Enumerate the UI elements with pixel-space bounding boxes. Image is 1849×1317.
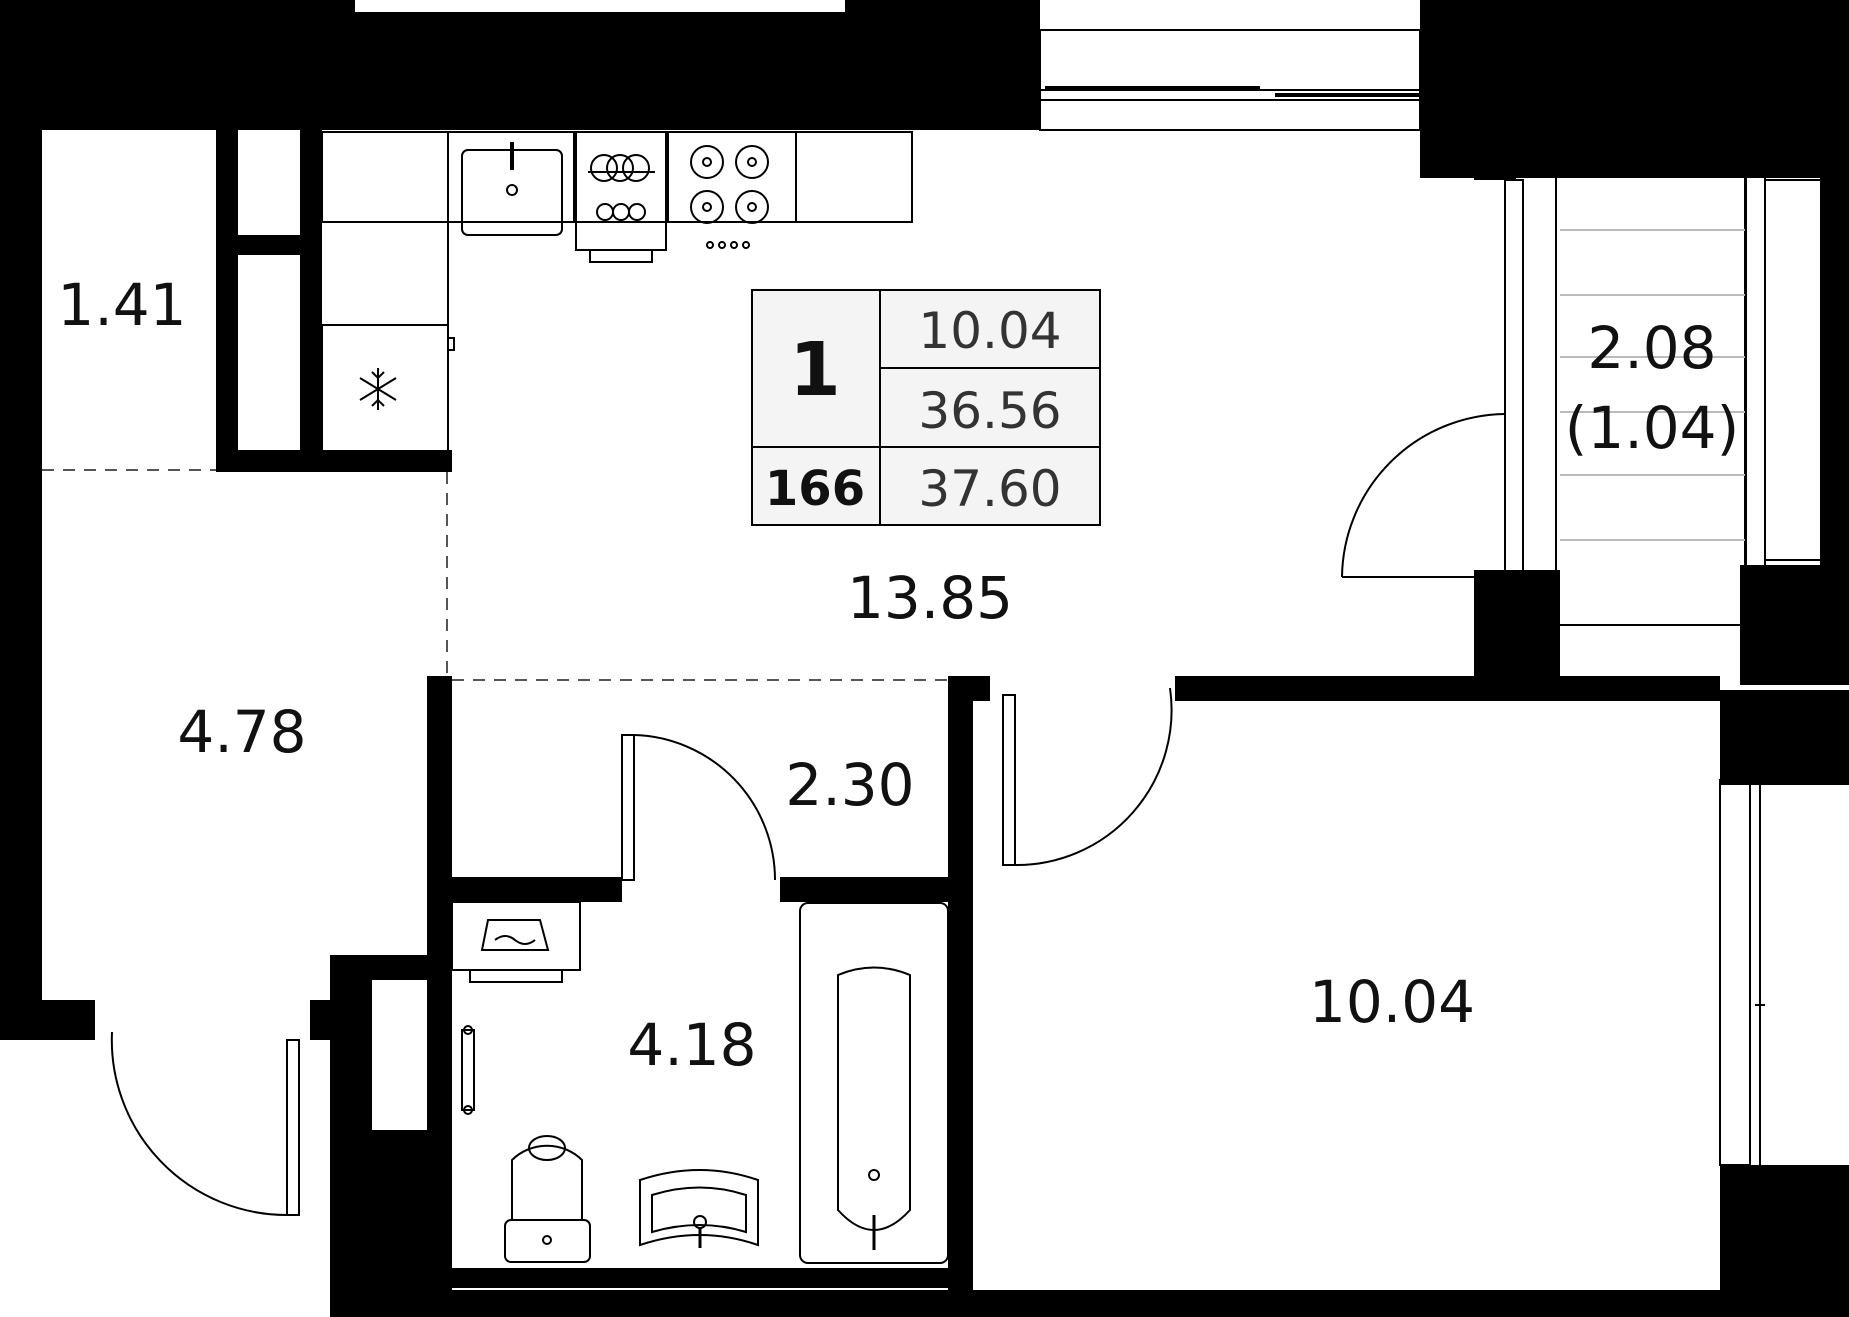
rooms-count: 1 [789, 327, 841, 413]
washbasin [639, 1169, 759, 1248]
wall-right-upper [1820, 120, 1849, 580]
room-labels: 1.41 13.85 4.78 2.30 4.18 10.04 2.08 (1.… [57, 271, 1739, 1079]
kitchen-living-area-label: 13.85 [847, 564, 1013, 632]
bathtub-icon [799, 902, 949, 1264]
apartment-number: 166 [765, 461, 865, 517]
wall-bath-top-a [452, 877, 622, 902]
window-top [1039, 29, 1421, 131]
sink-icon [461, 142, 563, 236]
balcony-area-label: 2.08 [1587, 314, 1716, 382]
door-bedroom [1002, 687, 1173, 867]
stove-icon [575, 131, 769, 263]
info-box: 1 10.04 36.56 166 37.60 [751, 289, 1101, 526]
hallway-area-label: 4.78 [177, 698, 306, 766]
window-bedroom [1719, 779, 1751, 1166]
wall-top [0, 0, 1040, 130]
door-balcony [1341, 413, 1506, 578]
door-entrance [110, 1031, 300, 1217]
wall-storage-v1 [216, 128, 238, 463]
zone-lines [42, 469, 948, 681]
toilet-icon [504, 1135, 591, 1263]
doors [110, 413, 1506, 1217]
windows [1039, 29, 1820, 1166]
wall-bath-bottom [452, 1268, 948, 1288]
wall-top-right [1420, 0, 1849, 178]
snowflake-icon [359, 368, 397, 410]
corridor-area-label: 2.30 [785, 751, 914, 819]
wall-bedroom-top [1175, 676, 1720, 701]
window-balcony-left [1504, 179, 1524, 576]
window-balcony-right [1744, 164, 1766, 571]
wall-bath-top-b [780, 877, 950, 902]
wall-right-mid [1720, 690, 1849, 785]
balcony-reduced-area-label: (1.04) [1565, 394, 1739, 462]
bathroom-area-label: 4.18 [627, 1011, 756, 1079]
wall-cutouts [355, 0, 845, 1130]
wall-storage-h2 [216, 450, 452, 472]
storage-area-label: 1.41 [57, 271, 186, 339]
wall-storage-v2 [300, 128, 322, 463]
wall-storage-h1 [216, 235, 322, 255]
wall-bedroom-left [948, 676, 973, 1296]
wall-balcony-corner [1474, 570, 1560, 680]
door-bathroom [621, 734, 776, 881]
wall-left [0, 120, 42, 1010]
washing-machine [451, 901, 581, 983]
kitchen-counter [321, 131, 913, 223]
fixtures [321, 131, 949, 1264]
towel-rail [461, 1025, 475, 1115]
living-area: 10.04 [918, 302, 1061, 360]
wall-left-bottom [0, 1000, 95, 1040]
wall-balcony-right [1740, 565, 1849, 685]
entry-niche [372, 980, 427, 1130]
top-window-gap [355, 0, 845, 12]
wall-bottom [410, 1290, 1849, 1317]
wall-bedroom-stub [948, 676, 990, 701]
total-area: 37.60 [918, 460, 1061, 518]
wall-balcony-left [1474, 170, 1516, 180]
bedroom-area-label: 10.04 [1309, 968, 1475, 1036]
fridge-unit [321, 324, 455, 453]
balcony [1555, 169, 1747, 626]
net-area: 36.56 [918, 382, 1061, 440]
wall-entry-stub [310, 1000, 340, 1040]
